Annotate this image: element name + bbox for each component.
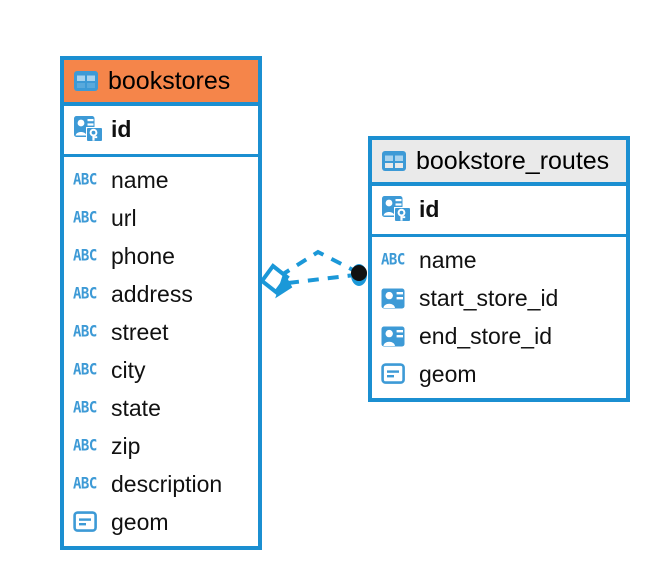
foreign-key-icon: [381, 326, 411, 347]
geometry-icon: [73, 511, 103, 533]
entity-header-bookstore-routes[interactable]: bookstore_routes: [372, 140, 626, 186]
field-row-geom[interactable]: geom: [64, 503, 258, 541]
field-label: zip: [111, 432, 141, 459]
field-row-url[interactable]: ABC url: [64, 199, 258, 237]
abc-text-icon: ABC: [73, 436, 97, 456]
abc-text-icon: ABC: [73, 170, 97, 190]
primary-key-section: id: [372, 186, 626, 237]
filled-circle-endpoint: [351, 264, 367, 286]
field-label: start_store_id: [419, 284, 559, 311]
field-label: phone: [111, 242, 175, 269]
field-label: street: [111, 318, 169, 345]
field-label: state: [111, 394, 161, 421]
field-row-city[interactable]: ABC city: [64, 351, 258, 389]
field-row-description[interactable]: ABC description: [64, 465, 258, 503]
relationship-line-lower: [287, 273, 356, 285]
relationship-line-upper: [278, 249, 358, 278]
field-row-start-store-id[interactable]: start_store_id: [372, 279, 626, 317]
field-row-address[interactable]: ABC address: [64, 275, 258, 313]
table-icon: [73, 70, 99, 92]
field-label: city: [111, 356, 146, 383]
field-row-end-store-id[interactable]: end_store_id: [372, 317, 626, 355]
field-label: url: [111, 204, 137, 231]
entity-bookstores[interactable]: bookstores id: [60, 56, 262, 550]
field-label: name: [419, 246, 477, 273]
field-label: end_store_id: [419, 322, 552, 349]
field-label: geom: [419, 360, 477, 387]
field-label: description: [111, 470, 223, 497]
table-icon: [381, 150, 407, 172]
field-row-street[interactable]: ABC street: [64, 313, 258, 351]
entity-header-bookstores[interactable]: bookstores: [64, 60, 258, 106]
foreign-key-icon: [381, 288, 411, 309]
fields-section: ABC name ABC url ABC phone ABC address A…: [64, 157, 258, 546]
abc-text-icon: ABC: [73, 474, 97, 494]
field-label: name: [111, 166, 169, 193]
field-label: geom: [111, 508, 169, 535]
abc-text-icon: ABC: [73, 246, 97, 266]
geometry-icon: [381, 363, 411, 385]
field-label: id: [111, 115, 132, 142]
primary-key-icon: [381, 196, 411, 222]
field-row[interactable]: id: [64, 110, 258, 148]
abc-text-icon: ABC: [73, 322, 97, 342]
abc-text-icon: ABC: [73, 360, 97, 380]
primary-key-section: id: [64, 106, 258, 157]
field-label: address: [111, 280, 193, 307]
primary-key-icon: [73, 116, 103, 142]
field-row[interactable]: id: [372, 190, 626, 228]
abc-text-icon: ABC: [73, 398, 97, 418]
fields-section: ABC name start_store_id: [372, 237, 626, 398]
field-row-name[interactable]: ABC name: [372, 241, 626, 279]
field-label: id: [419, 195, 440, 222]
field-row-state[interactable]: ABC state: [64, 389, 258, 427]
diamond-endpoint: [259, 263, 293, 299]
field-row-geom[interactable]: geom: [372, 355, 626, 393]
abc-text-icon: ABC: [73, 284, 97, 304]
abc-text-icon: ABC: [381, 250, 405, 270]
field-row-name[interactable]: ABC name: [64, 161, 258, 199]
abc-text-icon: ABC: [73, 208, 97, 228]
field-row-zip[interactable]: ABC zip: [64, 427, 258, 465]
field-row-phone[interactable]: ABC phone: [64, 237, 258, 275]
entity-bookstore-routes[interactable]: bookstore_routes: [368, 136, 630, 402]
entity-title: bookstores: [108, 66, 231, 95]
entity-title: bookstore_routes: [416, 146, 610, 175]
